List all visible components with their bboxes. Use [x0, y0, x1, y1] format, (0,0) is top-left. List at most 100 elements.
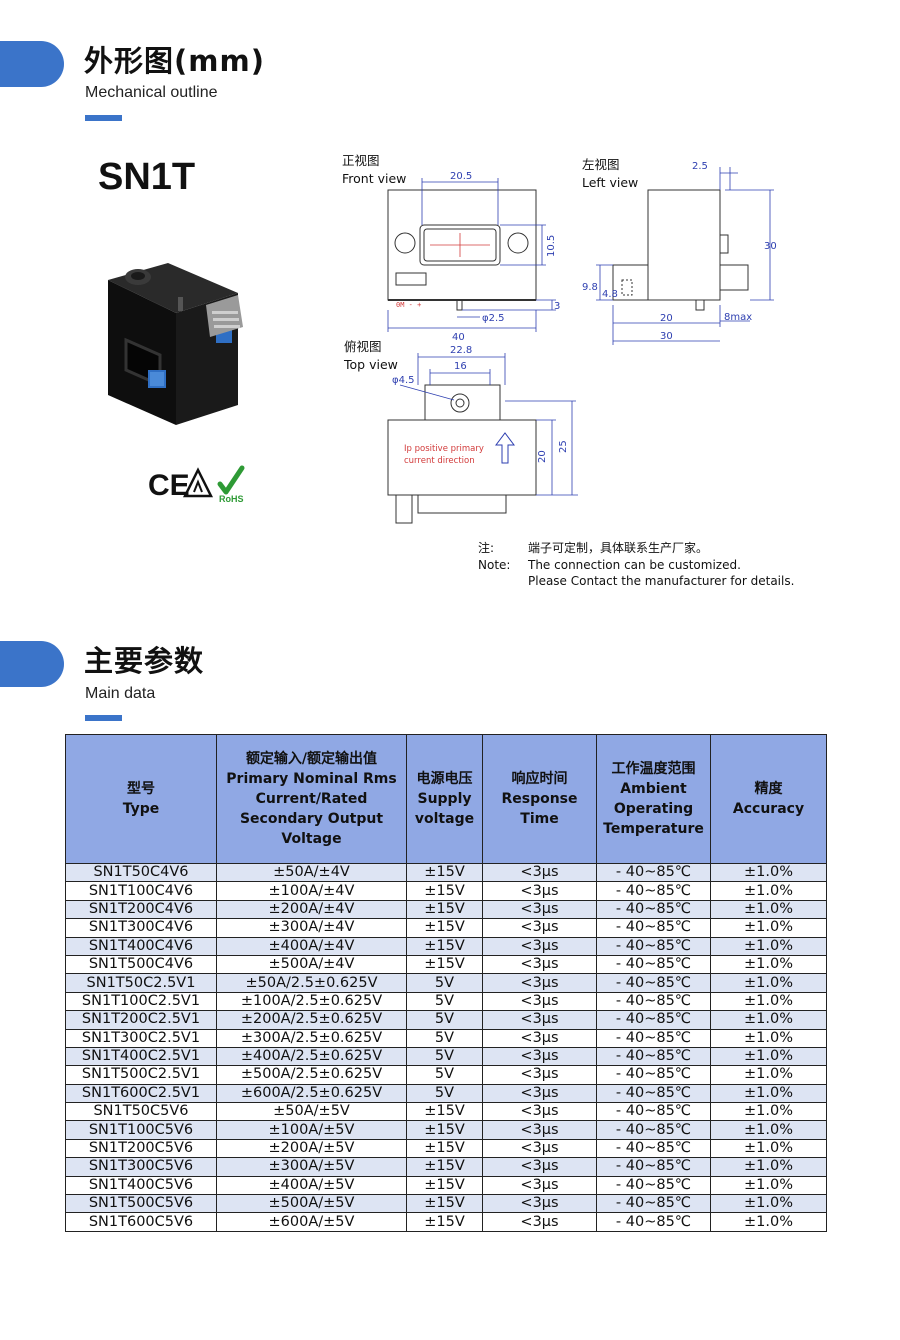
cell-type: SN1T300C4V6	[65, 918, 217, 938]
cell-response: <3μs	[482, 881, 597, 901]
cell-accuracy: ±1.0%	[710, 1212, 827, 1232]
cell-temperature: - 40~85℃	[596, 918, 711, 938]
table-row: SN1T500C4V6±500A/±4V±15V<3μs- 40~85℃±1.0…	[65, 954, 827, 975]
cell-response: <3μs	[482, 1138, 597, 1159]
dim-20: 20	[660, 313, 673, 324]
cell-accuracy: ±1.0%	[710, 899, 827, 920]
cell-rated-io: ±300A/±4V	[216, 918, 407, 938]
cell-temperature: - 40~85℃	[596, 991, 711, 1012]
top-view-label-en: Top view	[343, 357, 398, 372]
cell-accuracy: ±1.0%	[710, 1138, 827, 1159]
cell-supply: ±15V	[406, 936, 483, 956]
cell-accuracy: ±1.0%	[710, 1083, 827, 1104]
mechanical-drawing: 正视图 Front view 左视图 Left view 俯视图 Top vie…	[342, 153, 777, 524]
cell-accuracy: ±1.0%	[710, 1028, 827, 1048]
certification-marks: CE RoHS	[148, 465, 245, 504]
dim-16: 16	[454, 361, 467, 372]
cell-response: <3μs	[482, 1083, 597, 1104]
cell-type: SN1T400C5V6	[65, 1175, 217, 1196]
cell-accuracy: ±1.0%	[710, 1175, 827, 1196]
cell-rated-io: ±600A/±5V	[216, 1212, 407, 1232]
product-photo	[108, 263, 243, 425]
rohs-icon: RoHS	[217, 465, 245, 504]
note-text-en-1: The connection can be customized.	[528, 557, 741, 572]
front-view-label-cn: 正视图	[342, 153, 380, 168]
dim-phi-2-5: φ2.5	[482, 313, 505, 324]
header-rated-io: 额定输入/额定输出值 Primary Nominal Rms Current/R…	[216, 734, 407, 864]
cell-temperature: - 40~85℃	[596, 1065, 711, 1085]
header-type: 型号 Type	[65, 734, 217, 864]
cell-type: SN1T400C4V6	[65, 936, 217, 956]
cell-supply: ±15V	[406, 954, 483, 975]
cell-accuracy: ±1.0%	[710, 1157, 827, 1177]
left-view-label-cn: 左视图	[582, 157, 620, 172]
cell-accuracy: ±1.0%	[710, 1010, 827, 1030]
top-view	[387, 384, 537, 524]
cell-temperature: - 40~85℃	[596, 1010, 711, 1030]
table-row: SN1T300C4V6±300A/±4V±15V<3μs- 40~85℃±1.0…	[65, 918, 827, 938]
table-header-row: 型号 Type 额定输入/额定输出值 Primary Nominal Rms C…	[65, 734, 827, 864]
table-row: SN1T600C5V6±600A/±5V±15V<3μs- 40~85℃±1.0…	[65, 1212, 827, 1232]
cell-type: SN1T500C2.5V1	[65, 1065, 217, 1085]
spec-table: 型号 Type 额定输入/额定输出值 Primary Nominal Rms C…	[65, 734, 827, 1232]
cell-supply: ±15V	[406, 1157, 483, 1177]
cell-response: <3μs	[482, 1194, 597, 1214]
cell-rated-io: ±50A/±4V	[216, 862, 407, 883]
cell-rated-io: ±400A/±5V	[216, 1175, 407, 1196]
cell-type: SN1T50C2.5V1	[65, 973, 217, 993]
cell-temperature: - 40~85℃	[596, 936, 711, 956]
table-row: SN1T100C5V6±100A/±5V±15V<3μs- 40~85℃±1.0…	[65, 1120, 827, 1140]
cell-accuracy: ±1.0%	[710, 918, 827, 938]
cell-temperature: - 40~85℃	[596, 1046, 711, 1067]
dim-30-vertical: 30	[764, 241, 777, 252]
cell-temperature: - 40~85℃	[596, 1138, 711, 1159]
section-underline	[85, 715, 122, 721]
cell-type: SN1T100C4V6	[65, 881, 217, 901]
cell-accuracy: ±1.0%	[710, 1194, 827, 1214]
cell-type: SN1T500C4V6	[65, 954, 217, 975]
front-view-label-en: Front view	[342, 171, 406, 186]
cell-type: SN1T100C5V6	[65, 1120, 217, 1140]
ce-mark: CE	[148, 469, 190, 502]
cell-response: <3μs	[482, 1010, 597, 1030]
cell-supply: ±15V	[406, 1138, 483, 1159]
model-name: SN1T	[98, 156, 196, 198]
table-row: SN1T200C4V6±200A/±4V±15V<3μs- 40~85℃±1.0…	[65, 899, 827, 920]
dim-8max: 8max	[724, 312, 752, 323]
cell-response: <3μs	[482, 1212, 597, 1232]
note-label-cn: 注:	[478, 541, 495, 555]
table-row: SN1T300C5V6±300A/±5V±15V<3μs- 40~85℃±1.0…	[65, 1157, 827, 1177]
cell-response: <3μs	[482, 862, 597, 883]
cell-accuracy: ±1.0%	[710, 862, 827, 883]
cell-supply: 5V	[406, 1065, 483, 1085]
section-marker	[0, 41, 64, 87]
dim-40: 40	[452, 332, 465, 343]
cell-response: <3μs	[482, 973, 597, 993]
cell-supply: 5V	[406, 1083, 483, 1104]
cell-supply: ±15V	[406, 1212, 483, 1232]
cell-supply: 5V	[406, 1010, 483, 1030]
note-text-en-2: Please Contact the manufacturer for deta…	[528, 574, 795, 588]
cell-temperature: - 40~85℃	[596, 1028, 711, 1048]
customization-note: 注:端子可定制，具体联系生产厂家。 Note:The connection ca…	[478, 540, 794, 590]
note-label-en: Note:	[478, 557, 511, 572]
cell-supply: 5V	[406, 1046, 483, 1067]
table-row: SN1T50C4V6±50A/±4V±15V<3μs- 40~85℃±1.0%	[65, 862, 827, 883]
section-subtitle-main-data: Main data	[85, 685, 156, 702]
cell-response: <3μs	[482, 991, 597, 1012]
dim-phi-4-5: φ4.5	[392, 375, 415, 386]
cell-type: SN1T400C2.5V1	[65, 1046, 217, 1067]
table-row: SN1T50C5V6±50A/±5V±15V<3μs- 40~85℃±1.0%	[65, 1102, 827, 1122]
cell-supply: ±15V	[406, 1175, 483, 1196]
cell-response: <3μs	[482, 954, 597, 975]
dim-2-5: 2.5	[692, 161, 708, 172]
cell-type: SN1T500C5V6	[65, 1194, 217, 1214]
cell-accuracy: ±1.0%	[710, 1120, 827, 1140]
cell-accuracy: ±1.0%	[710, 991, 827, 1012]
cell-type: SN1T200C5V6	[65, 1138, 217, 1159]
cell-rated-io: ±100A/2.5±0.625V	[216, 991, 407, 1012]
cell-accuracy: ±1.0%	[710, 1065, 827, 1085]
section-subtitle-outline: Mechanical outline	[85, 84, 218, 101]
section-underline	[85, 115, 122, 121]
